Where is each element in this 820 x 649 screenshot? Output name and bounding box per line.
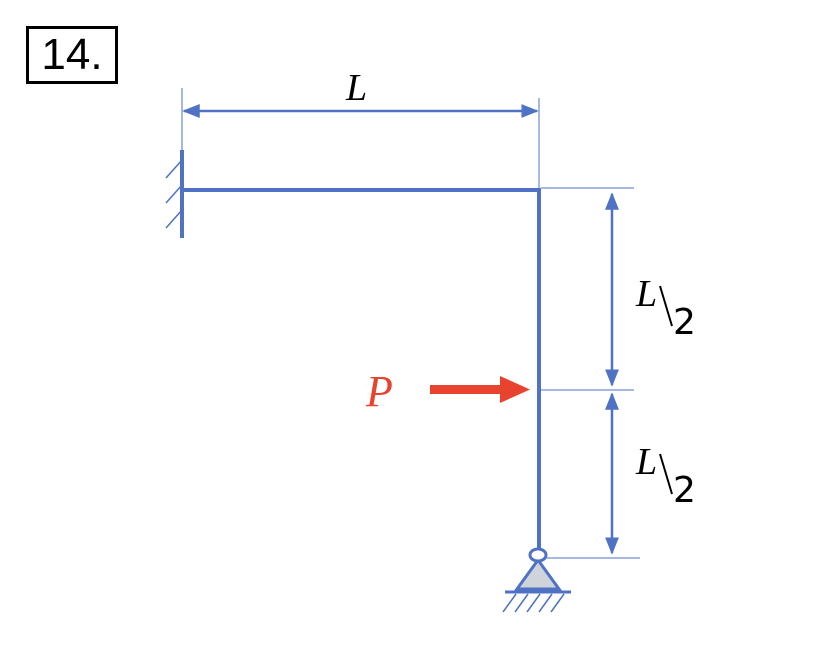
fraction-denominator: 2: [673, 470, 696, 511]
load-arrow: [430, 376, 530, 403]
pin-support: [502, 547, 571, 613]
fraction-denominator: 2: [673, 302, 696, 343]
dimension-label-upper: L 2: [635, 273, 696, 343]
dimension-label-lower: L 2: [635, 441, 696, 511]
fraction-numerator: L: [635, 273, 657, 315]
dimension-label-horizontal: L: [345, 67, 367, 109]
fixed-wall-support: [165, 150, 184, 238]
extension-lines: [181, 88, 640, 559]
load-label: P: [365, 367, 393, 416]
fraction-numerator: L: [635, 441, 657, 483]
problem-number: 14.: [26, 26, 118, 84]
